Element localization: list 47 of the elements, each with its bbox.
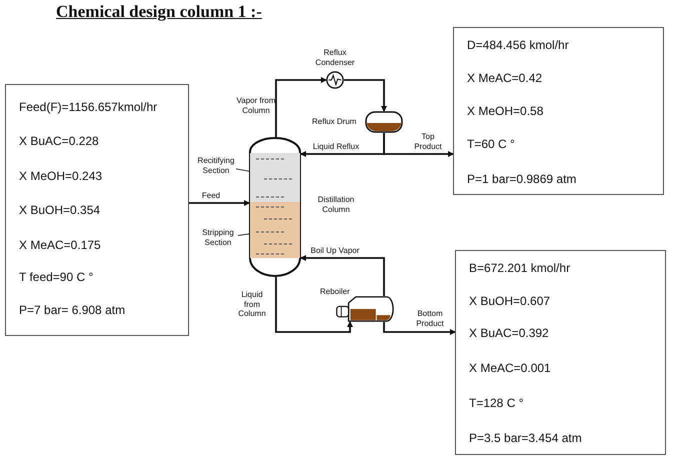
stream-data-text: B=672.201 kmol/hr bbox=[469, 261, 570, 275]
stream-data-text: Feed(F)=1156.657kmol/hr bbox=[19, 100, 158, 114]
column-section bbox=[250, 202, 300, 258]
stream-data-text: X BuOH=0.607 bbox=[469, 294, 550, 308]
edge-label: Liquid from Column bbox=[237, 290, 267, 318]
pipe-arrow bbox=[275, 77, 327, 137]
stream-data-text: X BuAC=0.392 bbox=[469, 326, 549, 340]
stream-data-text: X BuAC=0.228 bbox=[19, 134, 99, 148]
leader-line bbox=[236, 168, 250, 172]
data-panel bbox=[455, 250, 666, 455]
pipe-arrow bbox=[189, 200, 250, 206]
edge-label: Liquid Reflux bbox=[312, 142, 360, 152]
edge-label: Top Product bbox=[413, 132, 443, 151]
data-panel bbox=[453, 27, 664, 195]
leader-line bbox=[238, 233, 250, 236]
column-section bbox=[250, 153, 300, 202]
reboiler-label: Reboiler bbox=[320, 287, 350, 296]
pipe-arrow bbox=[383, 322, 456, 335]
edge-label: Bottom Product bbox=[415, 309, 445, 328]
stream-data-text: T=60 C ° bbox=[467, 137, 515, 151]
edge-label: Feed bbox=[200, 191, 222, 200]
pipe-arrow bbox=[300, 255, 385, 296]
stream-data-text: X MeOH=0.243 bbox=[19, 169, 102, 183]
edge-label: Boil Up Vapor bbox=[310, 246, 360, 256]
condenser-label: Reflux Condenser bbox=[314, 48, 356, 67]
stream-data-text: P=7 bar= 6.908 atm bbox=[19, 303, 126, 317]
stream-data-text: T feed=90 C ° bbox=[19, 270, 94, 284]
pipe-arrow bbox=[344, 79, 387, 112]
stream-data-text: X MeAC=0.001 bbox=[469, 361, 551, 375]
column-label: Distillation Column bbox=[316, 195, 356, 214]
data-panel bbox=[5, 84, 189, 336]
stream-data-text: D=484.456 kmol/hr bbox=[467, 38, 569, 52]
stream-data-text: T=128 C ° bbox=[469, 396, 524, 410]
pipe-arrow bbox=[275, 277, 353, 333]
stream-data-text: X MeOH=0.58 bbox=[467, 104, 544, 118]
pipe-arrow bbox=[383, 133, 454, 157]
edge-label: Vapor from Column bbox=[236, 96, 276, 115]
distillation-column bbox=[249, 137, 301, 277]
stream-data-text: X MeAC=0.175 bbox=[19, 238, 101, 252]
stream-data-text: P=1 bar=0.9869 atm bbox=[467, 172, 576, 186]
title: Chemical design column 1 :- bbox=[56, 2, 262, 22]
stream-data-text: X MeAC=0.42 bbox=[467, 71, 542, 85]
stream-data-text: X BuOH=0.354 bbox=[19, 203, 100, 217]
section-label: Stripping Section bbox=[201, 228, 235, 247]
stream-data-text: P=3.5 bar=3.454 atm bbox=[469, 431, 582, 445]
drum-label: Reflux Drum bbox=[312, 117, 356, 126]
section-label: Recitifying Section bbox=[196, 156, 236, 175]
